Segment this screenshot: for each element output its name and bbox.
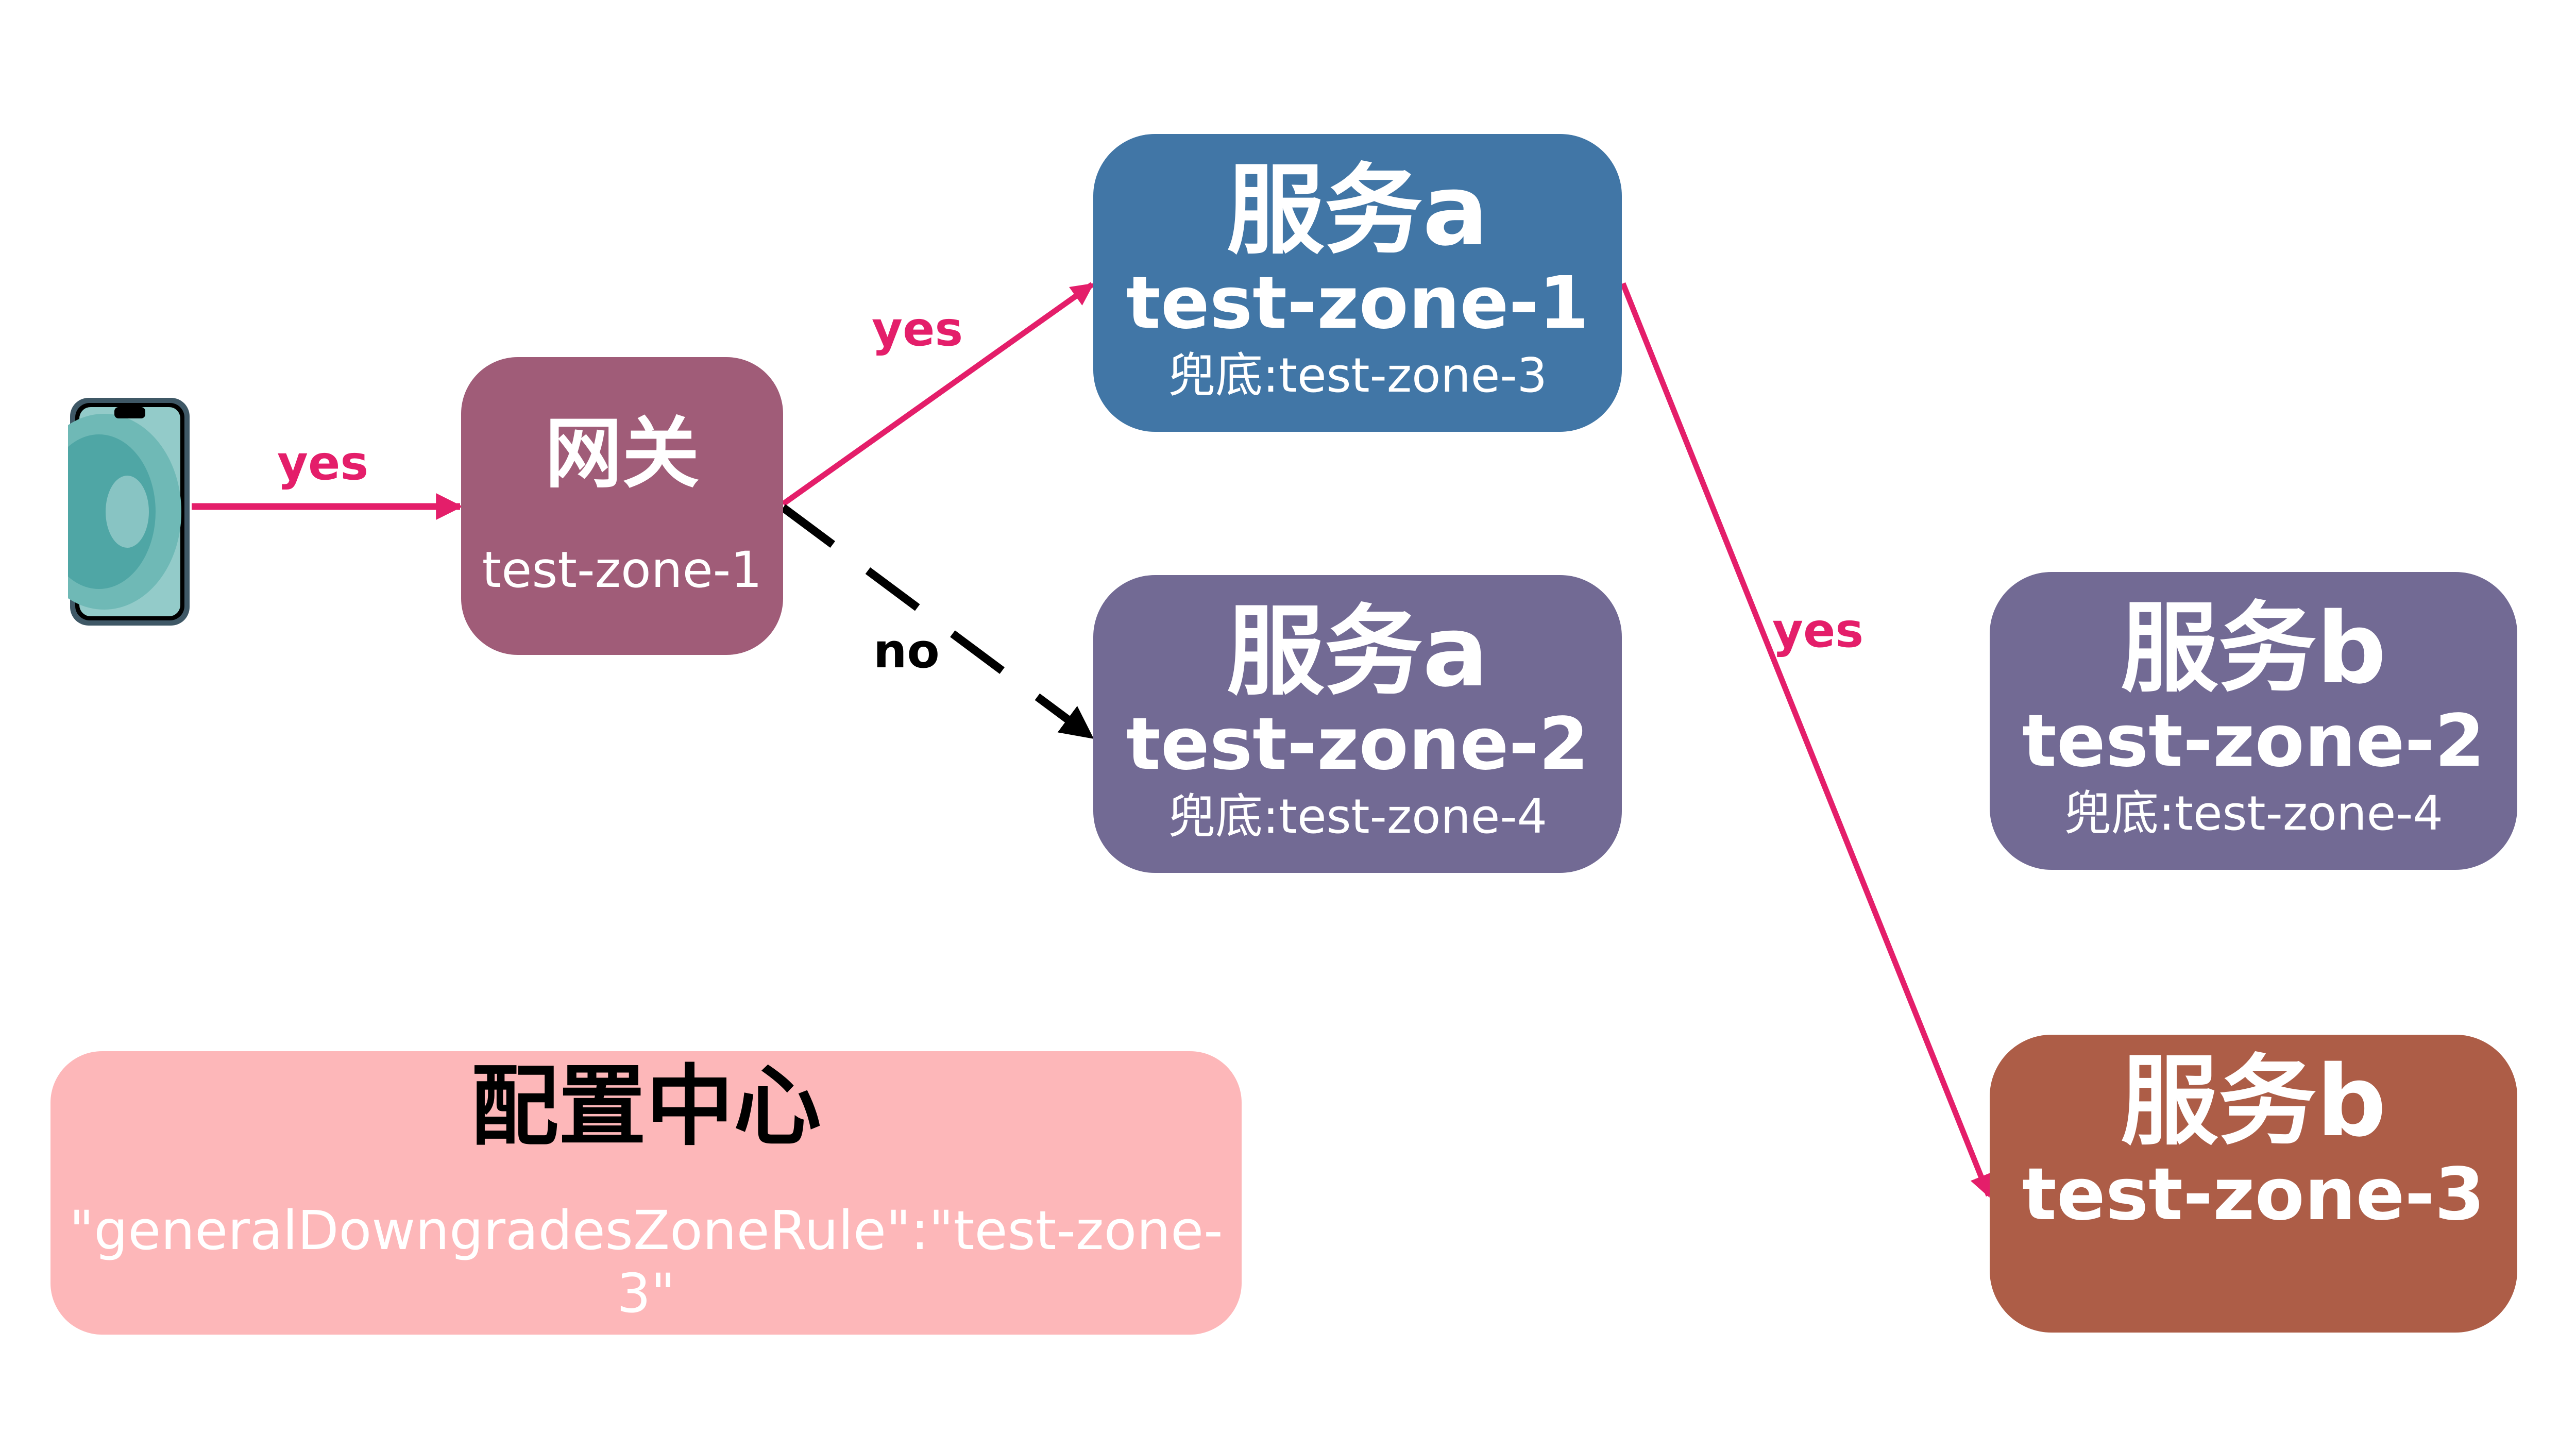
gateway-zone: test-zone-1 — [482, 541, 762, 599]
service-zone: test-zone-1 — [1126, 261, 1589, 346]
service-title: 服务a — [1226, 594, 1489, 709]
edge-label-gateway-svc-a-1: yes — [872, 301, 963, 357]
edge-label-gateway-svc-a-2: no — [873, 624, 940, 679]
service-zone: test-zone-2 — [1126, 702, 1589, 787]
service-zone: test-zone-2 — [2022, 699, 2485, 784]
smartphone-icon — [68, 398, 190, 626]
service-title: 服务b — [2120, 591, 2386, 705]
service-title: 服务a — [1226, 153, 1489, 267]
edge-svc-a-1-svc-b-3 — [1620, 282, 1992, 1198]
service-b-zone-2-node: 服务b test-zone-2 兜底:test-zone-4 — [1990, 572, 2517, 870]
service-a-zone-2-node: 服务a test-zone-2 兜底:test-zone-4 — [1093, 575, 1622, 873]
gateway-node: 网关 test-zone-1 — [461, 357, 783, 655]
gateway-title: 网关 — [545, 409, 700, 499]
config-center-title: 配置中心 — [470, 1055, 821, 1158]
service-fallback: 兜底:test-zone-4 — [2063, 786, 2444, 841]
service-fallback: 兜底:test-zone-4 — [1167, 789, 1548, 845]
config-center-node: 配置中心 "generalDowngradesZoneRule":"test-z… — [50, 1051, 1242, 1335]
service-fallback: 兜底:test-zone-3 — [1167, 348, 1548, 403]
edge-gateway-svc-a-2 — [781, 504, 1094, 740]
service-b-zone-3-node: 服务b test-zone-3 — [1990, 1035, 2517, 1333]
edge-gateway-svc-a-1 — [781, 282, 1094, 507]
service-a-zone-1-node: 服务a test-zone-1 兜底:test-zone-3 — [1093, 134, 1622, 432]
service-title: 服务b — [2120, 1044, 2386, 1158]
config-center-rule: "generalDowngradesZoneRule":"test-zone-3… — [69, 1199, 1223, 1325]
edge-label-svc-a-1-svc-b-3: yes — [1772, 603, 1864, 658]
edge-label-phone-gateway: yes — [277, 435, 369, 491]
service-zone: test-zone-3 — [2022, 1152, 2485, 1237]
